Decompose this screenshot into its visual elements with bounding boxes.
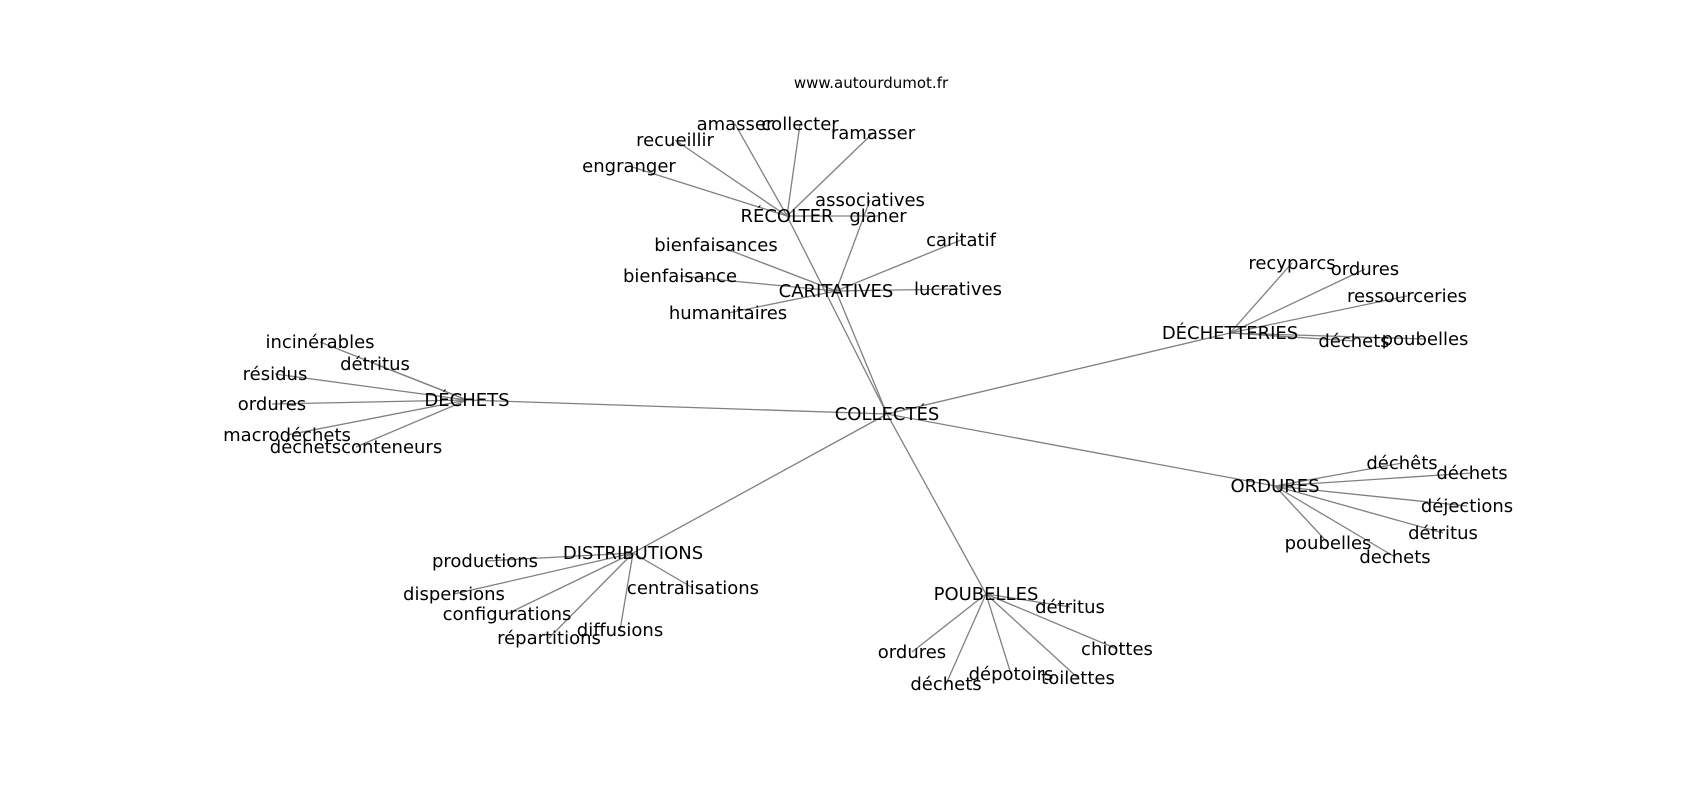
edge-dechets-hub-macrodechets xyxy=(286,399,468,436)
edge-ordures-hub-dechets-plain xyxy=(1274,485,1396,558)
leaf-node-caritatif: caritatif xyxy=(926,230,996,251)
leaf-node-detritus-1: détritus xyxy=(340,354,410,375)
leaf-node-dechets-1: déchets xyxy=(1318,331,1389,352)
edge-caritatives-caritatif xyxy=(835,239,962,292)
leaf-node-dejections: déjections xyxy=(1421,496,1513,517)
edge-poubelles-hub-ordures-3 xyxy=(911,593,987,653)
edge-ordures-hub-detritus-2 xyxy=(1274,485,1444,534)
edge-poubelles-hub-chiottes xyxy=(985,593,1118,650)
edge-distributions-configurations xyxy=(506,552,634,615)
leaf-node-toilettes: toilettes xyxy=(1041,668,1115,689)
leaf-node-depotoirs: dépotoirs xyxy=(969,664,1054,685)
leaf-node-detritus-3: détritus xyxy=(1035,597,1105,618)
leaf-node-engranger: engranger xyxy=(582,156,676,177)
hub-node-ordures-hub: ORDURES xyxy=(1230,476,1319,497)
edge-ordures-hub-dejections xyxy=(1274,485,1468,507)
edge-recolter-engranger xyxy=(628,165,788,217)
hub-node-dechetteries: DÉCHETTERIES xyxy=(1162,322,1298,344)
edge-caritatives-lucratives xyxy=(835,288,959,292)
edge-dechetteries-ordures-1 xyxy=(1229,268,1366,334)
edge-caritatives-humanitaires xyxy=(727,290,837,314)
leaf-node-ressourceries: ressourceries xyxy=(1347,286,1467,307)
edge-collectes-poubelles-hub xyxy=(886,413,987,595)
leaf-node-ordures-3: ordures xyxy=(878,642,946,663)
leaf-node-dechets-2: déchets xyxy=(1436,463,1507,484)
edge-poubelles-hub-dechets-3 xyxy=(945,593,987,685)
edge-recolter-collecter xyxy=(786,123,801,217)
leaf-node-incinerables: incinérables xyxy=(265,332,374,353)
hub-node-caritatives: CARITATIVES xyxy=(779,281,894,302)
leaf-node-centralisations: centralisations xyxy=(627,578,759,599)
leaf-node-residus: résidus xyxy=(243,364,308,385)
edge-collectes-dechetteries xyxy=(886,332,1231,415)
leaf-node-macrodechets: macrodéchets xyxy=(223,425,351,446)
edge-ordures-hub-dechets-2 xyxy=(1274,472,1473,487)
edge-dechetteries-dechets-1 xyxy=(1229,332,1355,342)
leaf-node-poubelles-1: poubelles xyxy=(1382,329,1469,350)
leaf-node-ramasser: ramasser xyxy=(831,123,916,144)
edge-poubelles-hub-depotoirs xyxy=(985,593,1012,675)
edge-recolter-amasser xyxy=(734,123,788,217)
edge-recolter-recueillir xyxy=(674,139,788,217)
edge-dechets-hub-detritus-1 xyxy=(374,363,468,401)
edge-poubelles-hub-toilettes xyxy=(985,593,1079,679)
hub-node-recolter: RÉCOLTER xyxy=(740,205,833,227)
leaf-node-dechetsconteneurs: déchetsconteneurs xyxy=(270,437,442,458)
leaf-node-lucratives: lucratives xyxy=(914,279,1002,300)
edge-dechets-hub-dechetsconteneurs xyxy=(355,399,468,448)
leaf-node-dechets-3: déchets xyxy=(910,674,981,695)
edge-dechets-hub-residus xyxy=(274,373,468,401)
leaf-node-repartitions: répartitions xyxy=(497,628,601,649)
leaf-node-bienfaisances: bienfaisances xyxy=(654,235,777,256)
leaf-node-amasser: amasser xyxy=(697,114,774,135)
leaf-node-dechets-plain: dechets xyxy=(1359,547,1430,568)
center-node-collectes: COLLECTÉS xyxy=(835,403,940,425)
edge-dechetteries-poubelles-1 xyxy=(1229,332,1426,340)
edge-collectes-recolter xyxy=(786,215,888,415)
leaf-node-chiottes: chiottes xyxy=(1081,639,1153,660)
edge-distributions-productions xyxy=(484,552,634,562)
leaf-node-detritus-2: détritus xyxy=(1408,523,1478,544)
leaf-node-dechets-circ: déchêts xyxy=(1366,453,1437,474)
hub-node-distributions: DISTRIBUTIONS xyxy=(563,543,703,564)
edge-recolter-ramasser xyxy=(786,132,874,217)
leaf-node-collecter: collecter xyxy=(761,114,839,135)
leaf-node-humanitaires: humanitaires xyxy=(669,303,787,324)
edge-caritatives-bienfaisances xyxy=(715,244,837,292)
leaf-node-recyparcs: recyparcs xyxy=(1248,253,1335,274)
edge-ordures-hub-dechets-circ xyxy=(1274,462,1403,487)
edge-collectes-dechets-hub xyxy=(466,399,888,415)
edge-caritatives-associatives xyxy=(835,199,871,292)
edge-dechetteries-ressourceries xyxy=(1229,295,1408,334)
leaf-node-ordures-1: ordures xyxy=(1331,259,1399,280)
leaf-node-bienfaisance: bienfaisance xyxy=(623,266,737,287)
leaf-node-configurations: configurations xyxy=(443,604,572,625)
graph-edges xyxy=(271,123,1473,685)
leaf-node-ordures-2: ordures xyxy=(238,394,306,415)
leaf-node-recueillir: recueillir xyxy=(636,130,714,151)
edge-collectes-caritatives xyxy=(835,290,888,415)
hub-node-poubelles-hub: POUBELLES xyxy=(934,584,1039,605)
edge-dechetteries-recyparcs xyxy=(1229,262,1293,334)
source-url: www.autourdumot.fr xyxy=(794,74,949,92)
edge-collectes-distributions xyxy=(632,413,888,554)
leaf-node-productions: productions xyxy=(432,551,538,572)
hub-node-dechets-hub: DÉCHETS xyxy=(424,389,509,411)
edge-ordures-hub-poubelles-2 xyxy=(1274,485,1329,544)
edge-caritatives-bienfaisance xyxy=(679,275,837,292)
leaf-node-diffusions: diffusions xyxy=(577,620,663,641)
edge-dechets-hub-ordures-2 xyxy=(271,399,468,405)
leaf-node-poubelles-2: poubelles xyxy=(1285,533,1372,554)
edge-distributions-repartitions xyxy=(548,552,634,639)
leaf-node-associatives: associatives xyxy=(815,190,925,211)
edge-distributions-diffusions xyxy=(619,552,634,631)
edge-poubelles-hub-detritus-3 xyxy=(985,593,1071,608)
leaf-node-dispersions: dispersions xyxy=(403,584,505,605)
edge-collectes-ordures-hub xyxy=(886,413,1276,487)
edge-distributions-centralisations xyxy=(632,552,694,589)
leaf-node-glaner: glaner xyxy=(849,206,907,227)
edge-distributions-dispersions xyxy=(453,552,634,595)
